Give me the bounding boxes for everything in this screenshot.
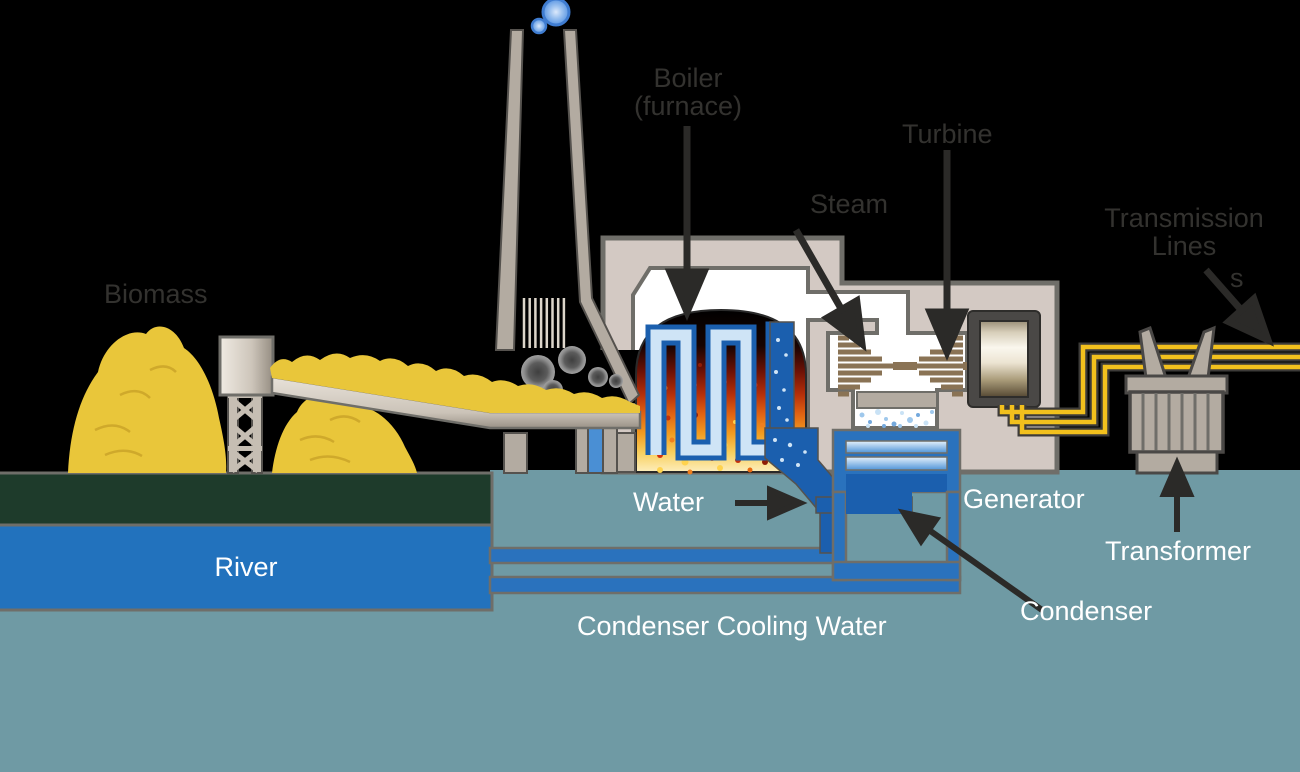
biomass-label: Biomass: [104, 279, 208, 309]
steam-arrow: [792, 228, 847, 314]
turbine-shaft: [893, 362, 917, 370]
stack-left-wall: [494, 29, 525, 351]
transmission-lines-label: Transmission Lines: [1098, 204, 1270, 260]
hopper-box: [218, 335, 275, 397]
turbine-exhaust: [856, 391, 938, 428]
biomass-hopper-tower: [218, 335, 275, 474]
condenser-label: Condenser: [1020, 596, 1153, 626]
cooling-pipe-upper: [488, 546, 845, 565]
condenser-cooling-water-label: Condenser Cooling Water: [577, 611, 887, 641]
annotation-arrows: [664, 126, 1274, 613]
boiler-label-line2: (furnace): [633, 91, 743, 121]
stack-emission-puff: [541, 0, 571, 27]
tower-cross-braces: [230, 397, 260, 473]
steam-speckles: [859, 409, 934, 428]
river-label: River: [214, 552, 278, 582]
water-label: Water: [633, 487, 705, 517]
smoke: [521, 346, 623, 400]
condenser-arrow: [927, 527, 1044, 613]
stack-right-wall: [562, 29, 641, 406]
flue-tubes: [522, 298, 566, 348]
condenser-bottom: [831, 560, 962, 582]
biomass-pile-right: [272, 393, 417, 473]
boiler-label-line1: Boiler: [653, 63, 723, 93]
pile-texture: [94, 365, 361, 464]
transmission-arrow: [1203, 267, 1246, 315]
biomass-piles: [68, 326, 417, 473]
biomass-pile-left: [68, 326, 227, 473]
transformer-label: Transformer: [1105, 536, 1252, 566]
smokestack: [494, 0, 641, 406]
boiler-label: Boiler (furnace): [612, 64, 764, 120]
transmission-label-line2: Lines: [1151, 231, 1217, 261]
generator-cylinder: [979, 320, 1029, 398]
river-bank: [0, 471, 494, 527]
river-water: [0, 523, 494, 612]
river-block: [0, 471, 494, 612]
transmission-label-line1: Transmission: [1104, 203, 1264, 233]
pipe-speckles: [773, 338, 807, 467]
generator-label: Generator: [963, 484, 1085, 514]
conveyor: [270, 353, 642, 430]
stray-s-label: s: [1230, 263, 1244, 293]
stack-emission-puff-small: [530, 17, 548, 35]
transformer-ribs: [1141, 393, 1210, 451]
ground: [0, 470, 1300, 772]
biomass-on-belt: [270, 353, 640, 413]
transformer: [1124, 325, 1229, 475]
generator: [967, 310, 1041, 408]
turbine-label: Turbine: [902, 119, 993, 149]
condenser: [831, 428, 962, 582]
steam-label: Steam: [810, 189, 889, 219]
